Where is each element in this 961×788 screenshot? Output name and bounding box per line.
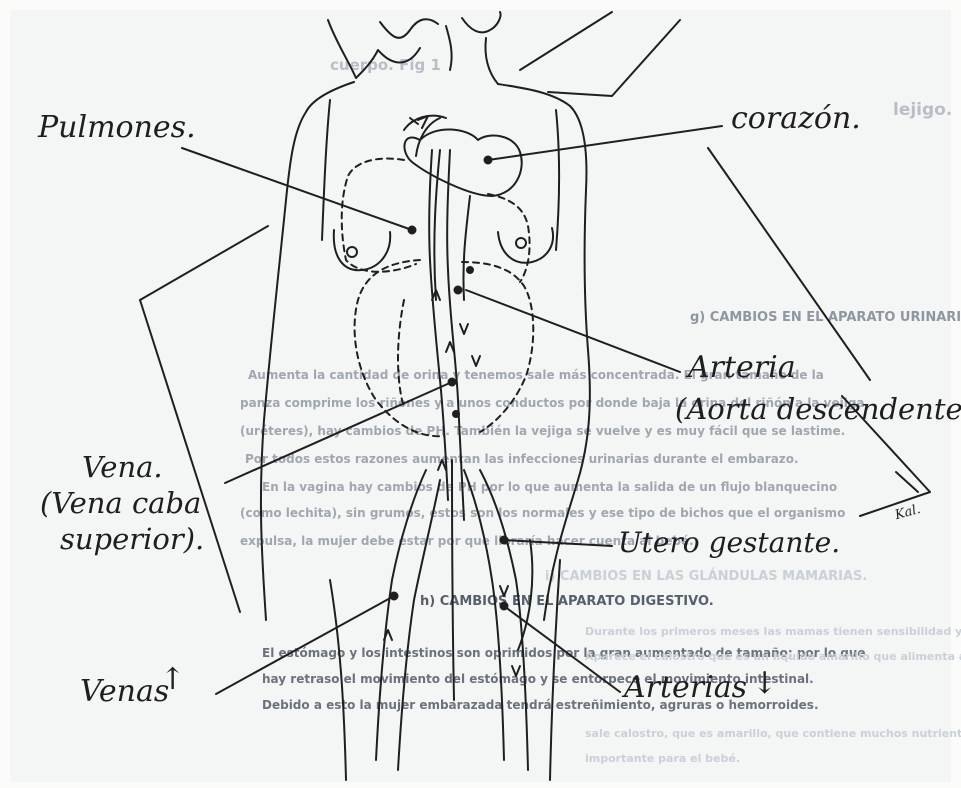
dot-vena-2 [453, 411, 459, 417]
leg-vessel-right-2 [480, 470, 528, 770]
hair-outline [328, 20, 420, 78]
leader-arteria [466, 290, 680, 372]
leader-pulmones [182, 148, 412, 230]
arrow-down-1 [460, 324, 468, 334]
body-left-outline [261, 82, 354, 620]
leader-venas [216, 596, 394, 694]
label-vena-line1: Vena. [82, 452, 163, 482]
label-arteria-line2: (Aorta descendente). [675, 394, 961, 424]
label-utero: Utero gestante. [618, 528, 840, 557]
vessel-inner [434, 150, 440, 300]
label-pulmones: Pulmones. [38, 112, 196, 144]
arrow-down-2 [472, 356, 480, 366]
nipple-left [347, 247, 357, 257]
uterus-left [355, 260, 444, 436]
bleed-line-3 [708, 148, 870, 380]
bleed-line-4 [140, 226, 268, 300]
arm-inner-left [322, 100, 330, 240]
dot-aorta [455, 287, 462, 294]
arrow-down-icon: ↓ [752, 668, 777, 700]
arrow-up-3 [438, 460, 446, 470]
label-corazon: corazón. [731, 103, 861, 135]
label-arterias: Arterias [624, 672, 747, 704]
arm-inner-right [556, 110, 559, 250]
bleed-line-2 [548, 20, 680, 96]
bleed-line-1 [520, 12, 612, 70]
leg-center-line [452, 460, 454, 700]
uterus-right [462, 262, 533, 432]
label-arteria-line1: Arteria [688, 352, 796, 384]
heart-vessel-1 [416, 118, 440, 156]
dot-aorta-2 [467, 267, 473, 273]
lung-left [342, 159, 416, 272]
neck-right [486, 38, 499, 84]
neck-left [446, 26, 452, 70]
vena-cava [429, 150, 448, 500]
arrow-up-icon: ↑ [160, 664, 185, 696]
leg-right-outer [550, 560, 560, 780]
nipple-right [516, 238, 526, 248]
leader-arterias [504, 606, 620, 692]
label-vena-line2: (Vena caba [40, 488, 201, 518]
aorta [447, 150, 464, 520]
label-venas: Venas [80, 676, 169, 708]
label-vena-line3: superior). [60, 524, 204, 554]
uterus-inner [398, 300, 404, 408]
hand-right [518, 540, 532, 650]
arrow-down-4 [512, 666, 520, 676]
leg-left-outer [330, 580, 346, 780]
leader-corazon [488, 126, 722, 160]
heart-outline [404, 129, 521, 196]
hair-curl-1 [380, 19, 438, 38]
hair-curl-2 [462, 12, 501, 32]
vessel-right [463, 196, 470, 300]
leg-vessel-left-2 [398, 480, 440, 770]
arrow-down-3 [500, 586, 508, 596]
